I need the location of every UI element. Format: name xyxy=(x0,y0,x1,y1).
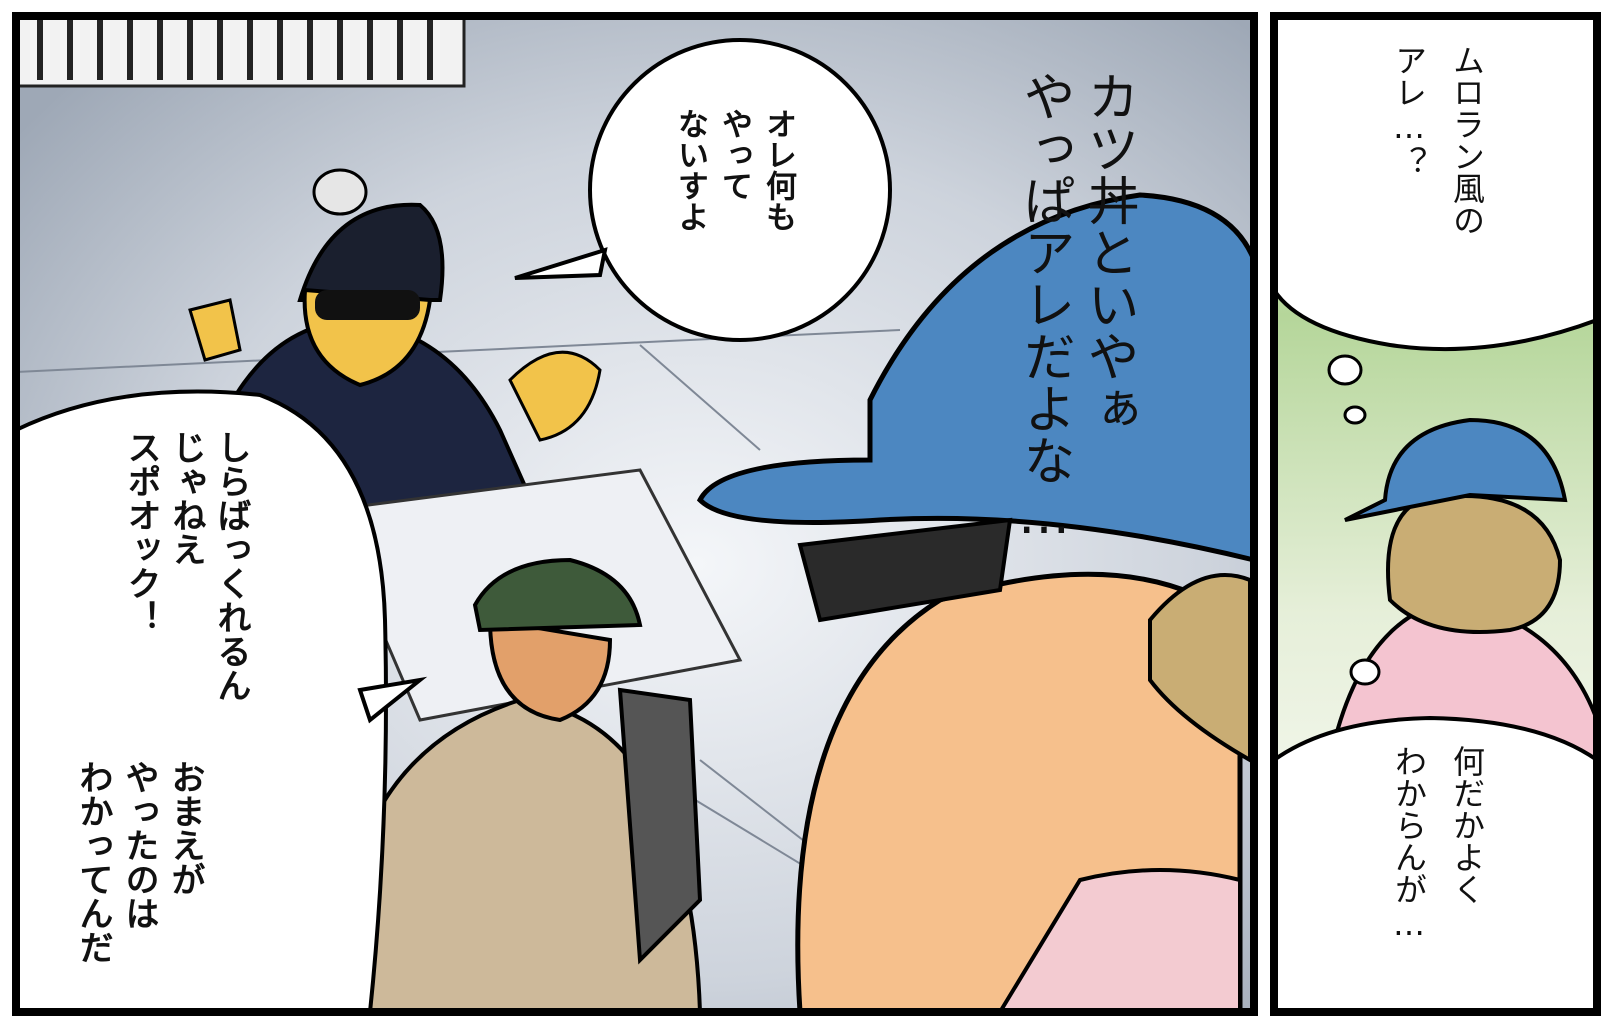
speech-bubble-3 xyxy=(14,389,388,1014)
speech-bubble-1 xyxy=(588,38,892,342)
speech-bubble-text-1: オレ何も やって ないすよ xyxy=(672,108,796,232)
speech-bubble-text-4: おまえが やったのは わかってんだ xyxy=(73,760,205,964)
panel-right xyxy=(1270,12,1601,1016)
thought-bubble-1 xyxy=(1272,14,1599,352)
character-green-cap-man xyxy=(337,557,703,1014)
speech-bubble-text-3: しらばっくれるん じゃねえ スポオック！ xyxy=(121,430,251,702)
ceiling-vent xyxy=(14,14,466,88)
thought-bubble-text-1: ムロラン風の アレ…？ xyxy=(1390,44,1486,236)
character-blue-cap-man xyxy=(696,192,1257,1015)
speech-bubble-tail xyxy=(357,676,428,724)
speech-bubble-tail xyxy=(514,247,608,280)
thought-bubble-2 xyxy=(1272,715,1599,1014)
panel-left xyxy=(12,12,1258,1016)
thought-bubble-text-2: 何だかよく わからんが… xyxy=(1390,745,1486,943)
speech-text-large: カツ丼といやぁ やっぱアレだよな… xyxy=(1014,70,1138,546)
character-back-view xyxy=(1327,417,1599,762)
